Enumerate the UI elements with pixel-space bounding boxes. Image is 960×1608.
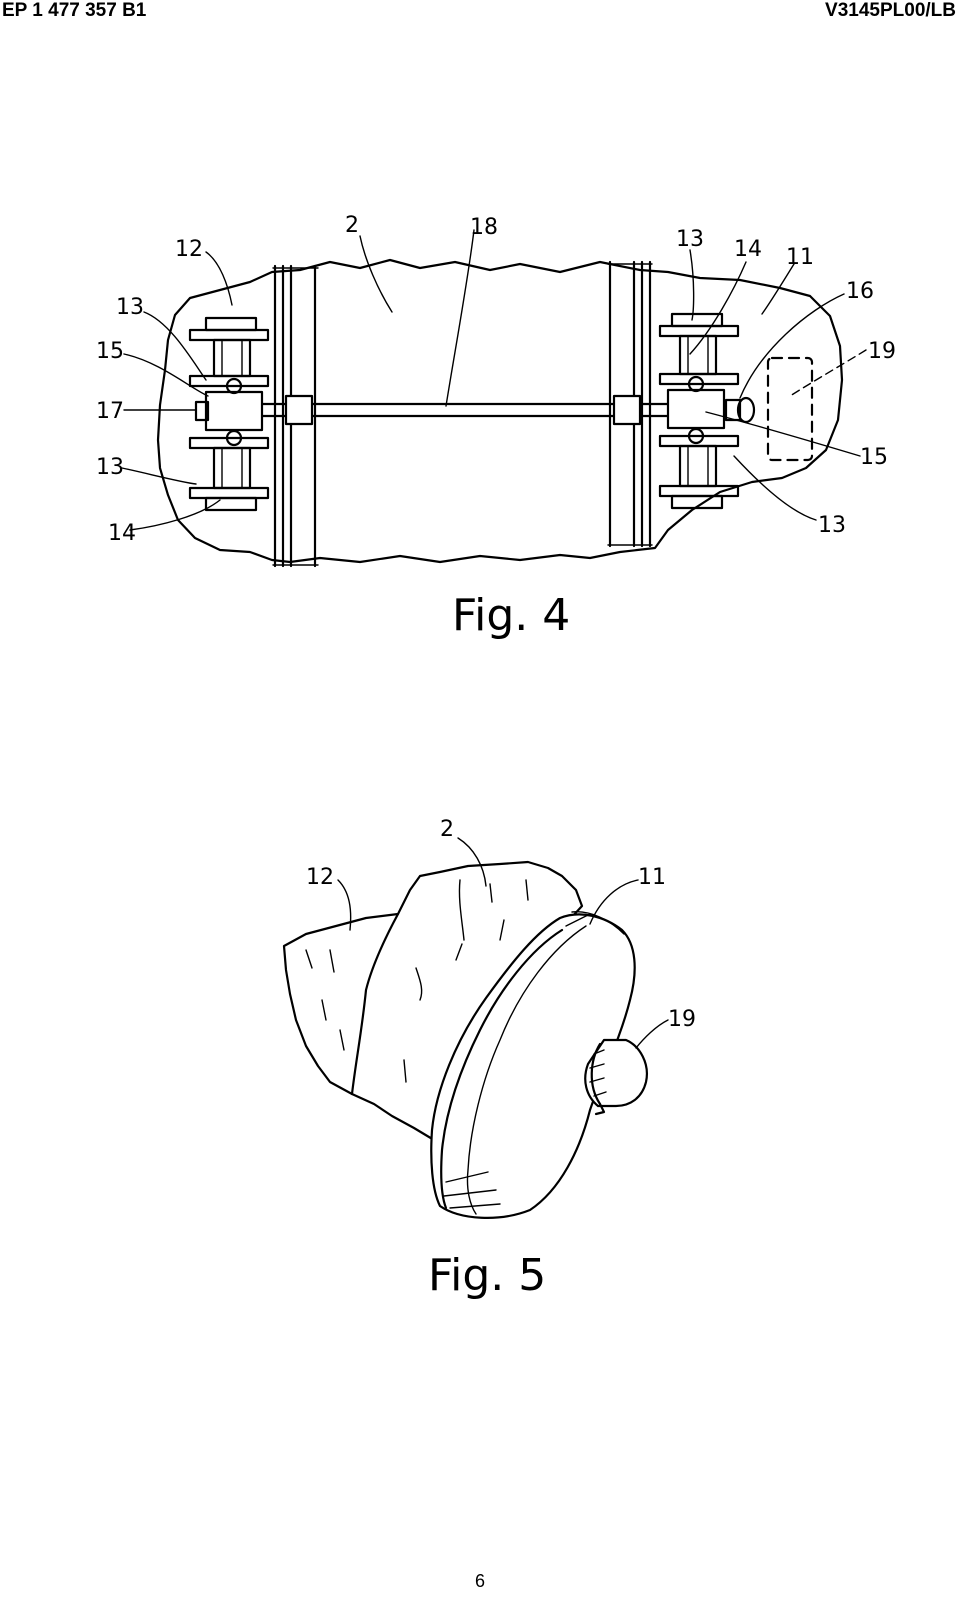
document-id: EP 1 477 357 B1 bbox=[2, 0, 147, 21]
fig5-label-19: 19 bbox=[668, 1007, 696, 1032]
document-reference: V3145PL00/LB bbox=[825, 0, 956, 21]
fig5-label-2: 2 bbox=[440, 817, 454, 842]
fig4-label-13-lower-left: 13 bbox=[96, 455, 124, 480]
fig4-label-18: 18 bbox=[470, 215, 498, 240]
fig4-label-11: 11 bbox=[786, 245, 814, 270]
fig4-leader-lines bbox=[121, 229, 867, 531]
fig4-label-2: 2 bbox=[345, 213, 359, 238]
figure-4: 2 18 12 13 15 17 13 14 13 14 11 16 19 15… bbox=[96, 213, 896, 641]
fig4-right-roller-assembly bbox=[658, 312, 756, 510]
fig4-label-16: 16 bbox=[846, 279, 874, 304]
fig4-left-roller-assembly bbox=[188, 316, 270, 512]
fig5-label-12: 12 bbox=[306, 865, 334, 890]
fig4-label-19: 19 bbox=[868, 339, 896, 364]
fig4-label-12: 12 bbox=[175, 237, 203, 262]
fig5-caption: Fig. 5 bbox=[428, 1250, 546, 1301]
fig5-section-edge bbox=[350, 912, 400, 1096]
fig4-label-13-upper-right: 13 bbox=[676, 227, 704, 252]
fig4-label-13-upper-left: 13 bbox=[116, 295, 144, 320]
fig4-caption: Fig. 4 bbox=[452, 590, 570, 641]
fig4-label-13-lower-right: 13 bbox=[818, 513, 846, 538]
fig4-label-15-left: 15 bbox=[96, 339, 124, 364]
fig5-disc bbox=[430, 913, 636, 1219]
fig4-shaft bbox=[258, 394, 682, 426]
fig5-knob bbox=[584, 1038, 648, 1116]
figure-5: 2 12 11 19 Fig. 5 bbox=[282, 817, 696, 1301]
fig4-label-17: 17 bbox=[96, 399, 124, 424]
fig4-label-14-left: 14 bbox=[108, 521, 136, 546]
fig5-surface-marks bbox=[305, 879, 529, 1083]
fig5-leader-lines bbox=[337, 837, 669, 1049]
page-number: 6 bbox=[474, 1571, 485, 1591]
fig4-label-14-right: 14 bbox=[734, 237, 762, 262]
fig4-label-15-right: 15 bbox=[860, 445, 888, 470]
fig4-torn-outline bbox=[156, 258, 844, 564]
fig5-disc-rim bbox=[440, 928, 564, 1210]
fig5-label-11: 11 bbox=[638, 865, 666, 890]
fig4-dashed-part bbox=[766, 356, 814, 462]
